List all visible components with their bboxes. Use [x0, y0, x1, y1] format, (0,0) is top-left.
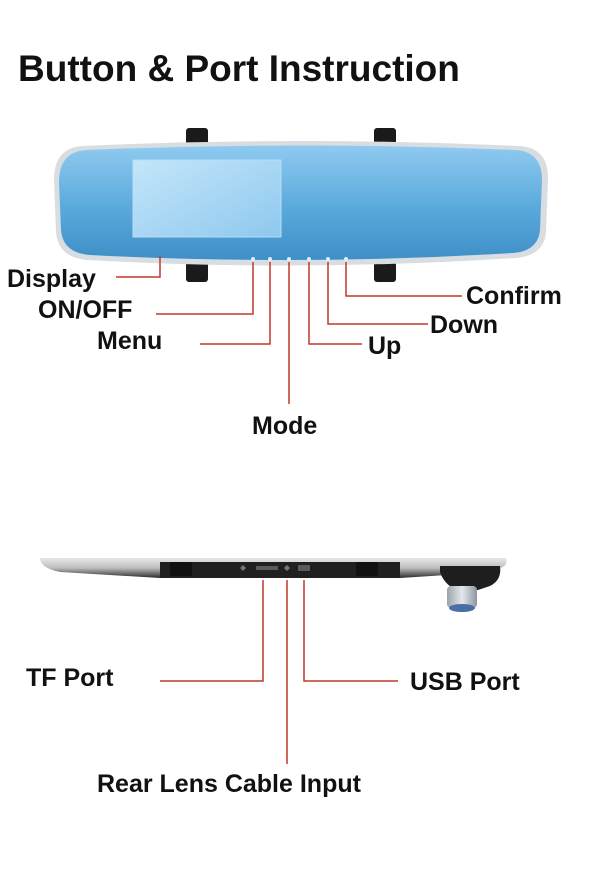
display-screen: [132, 159, 282, 238]
up-leader: [308, 262, 362, 345]
bottom-left-clip: [186, 262, 208, 282]
mode-label: Mode: [252, 412, 318, 440]
camera-lens-glass: [449, 604, 475, 612]
usb-port-leader: [303, 580, 398, 682]
bottom-leader-lines: [160, 580, 398, 764]
confirm-label: Confirm: [466, 282, 562, 310]
front-buttons: [251, 257, 348, 261]
rear-lens-jack: [240, 565, 246, 571]
tf-port-slot: [256, 566, 278, 570]
display-leader: [116, 256, 161, 278]
menu-label: Menu: [97, 327, 163, 355]
camera-pod: [440, 566, 501, 590]
bottom-right-clip: [374, 262, 396, 282]
bottom-clip-right: [356, 562, 378, 576]
page-title: Button & Port Instruction: [18, 48, 460, 89]
bottom-housing: [160, 562, 400, 578]
down-button-dot: [326, 257, 330, 261]
rear-lens-cable-input-label: Rear Lens Cable Input: [97, 770, 361, 798]
down-leader: [327, 262, 428, 325]
front-leader-lines: [116, 256, 462, 404]
menu-button-dot: [268, 257, 272, 261]
up-label: Up: [368, 332, 402, 360]
tf-port-leader: [160, 580, 264, 682]
up-button-dot: [307, 257, 311, 261]
on-off-button-dot: [251, 257, 255, 261]
confirm-button-dot: [344, 257, 348, 261]
display-label: Display: [7, 265, 96, 293]
rear-lens-jack-2: [284, 565, 290, 571]
confirm-leader: [345, 262, 462, 297]
on-off-leader: [156, 262, 254, 315]
menu-leader: [200, 262, 271, 345]
camera-lens-barrel: [447, 586, 477, 608]
mirror-bottom-illustration: [40, 558, 507, 612]
down-label: Down: [430, 311, 499, 339]
tf-port-label: TF Port: [26, 664, 114, 692]
usb-port-slot: [298, 565, 310, 571]
bottom-clip-left: [170, 562, 192, 576]
mode-button-dot: [287, 257, 291, 261]
usb-port-label: USB Port: [410, 668, 520, 696]
mirror-glass: [59, 145, 542, 261]
on-off-label: ON/OFF: [38, 296, 133, 324]
